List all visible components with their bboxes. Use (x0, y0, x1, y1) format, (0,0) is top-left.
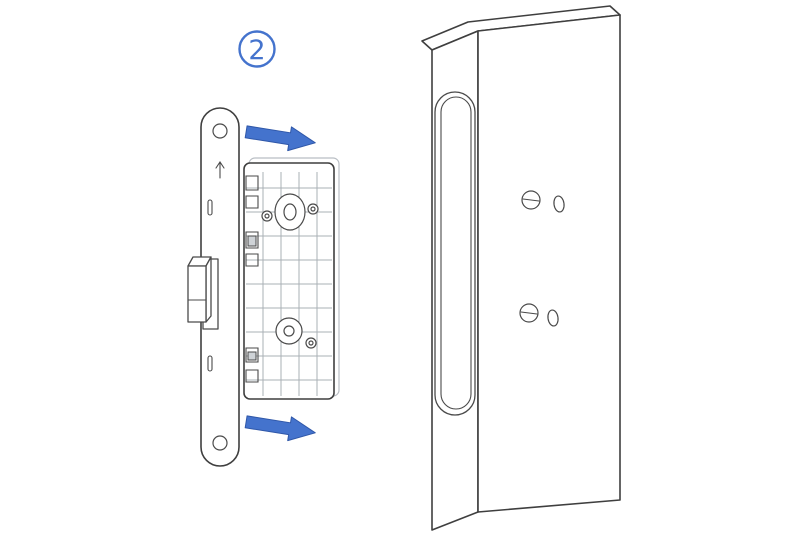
faceplate-screw-hole-top (212, 123, 228, 139)
lock-case-components (245, 175, 259, 383)
fixing-hole-lower-center (308, 340, 314, 346)
fixing-hole-right-center (310, 206, 316, 212)
mortise-lock (187, 107, 340, 467)
lock-case-spring-block (247, 235, 257, 247)
lock-case-stop-block (247, 351, 257, 361)
screw-slot-bottom (520, 311, 538, 315)
door-screw-bottom (519, 303, 559, 327)
mortise-slot (434, 91, 476, 416)
arrow-right-icon (244, 415, 316, 442)
arrow-up-icon (215, 161, 225, 179)
latch-bolt-front-face (187, 265, 207, 323)
faceplate-slot-upper (207, 199, 213, 216)
door-screw-top (521, 190, 565, 213)
latch-bolt-side-face (205, 256, 212, 323)
faceplate-screw-hole-bottom (212, 435, 228, 451)
insert-arrow-bottom (244, 415, 316, 442)
step-number: 2 (248, 35, 265, 66)
cylinder-hole-bottom (547, 309, 559, 327)
step-badge-circle (238, 30, 276, 68)
latch-bolt (187, 256, 219, 330)
faceplate-slot-lower (207, 355, 213, 372)
cylinder-hole (283, 325, 295, 337)
spindle-hole-top (553, 195, 565, 213)
door (421, 5, 621, 531)
mortise-slot-depth (440, 96, 472, 410)
screw-slot-top (522, 198, 540, 202)
fixing-hole-left-center (264, 213, 270, 219)
insert-arrow-top (244, 125, 316, 152)
spindle-hole (283, 203, 297, 221)
door-front-face (477, 14, 621, 513)
arrow-right-icon (244, 125, 316, 152)
step-badge: 2 (238, 30, 276, 68)
